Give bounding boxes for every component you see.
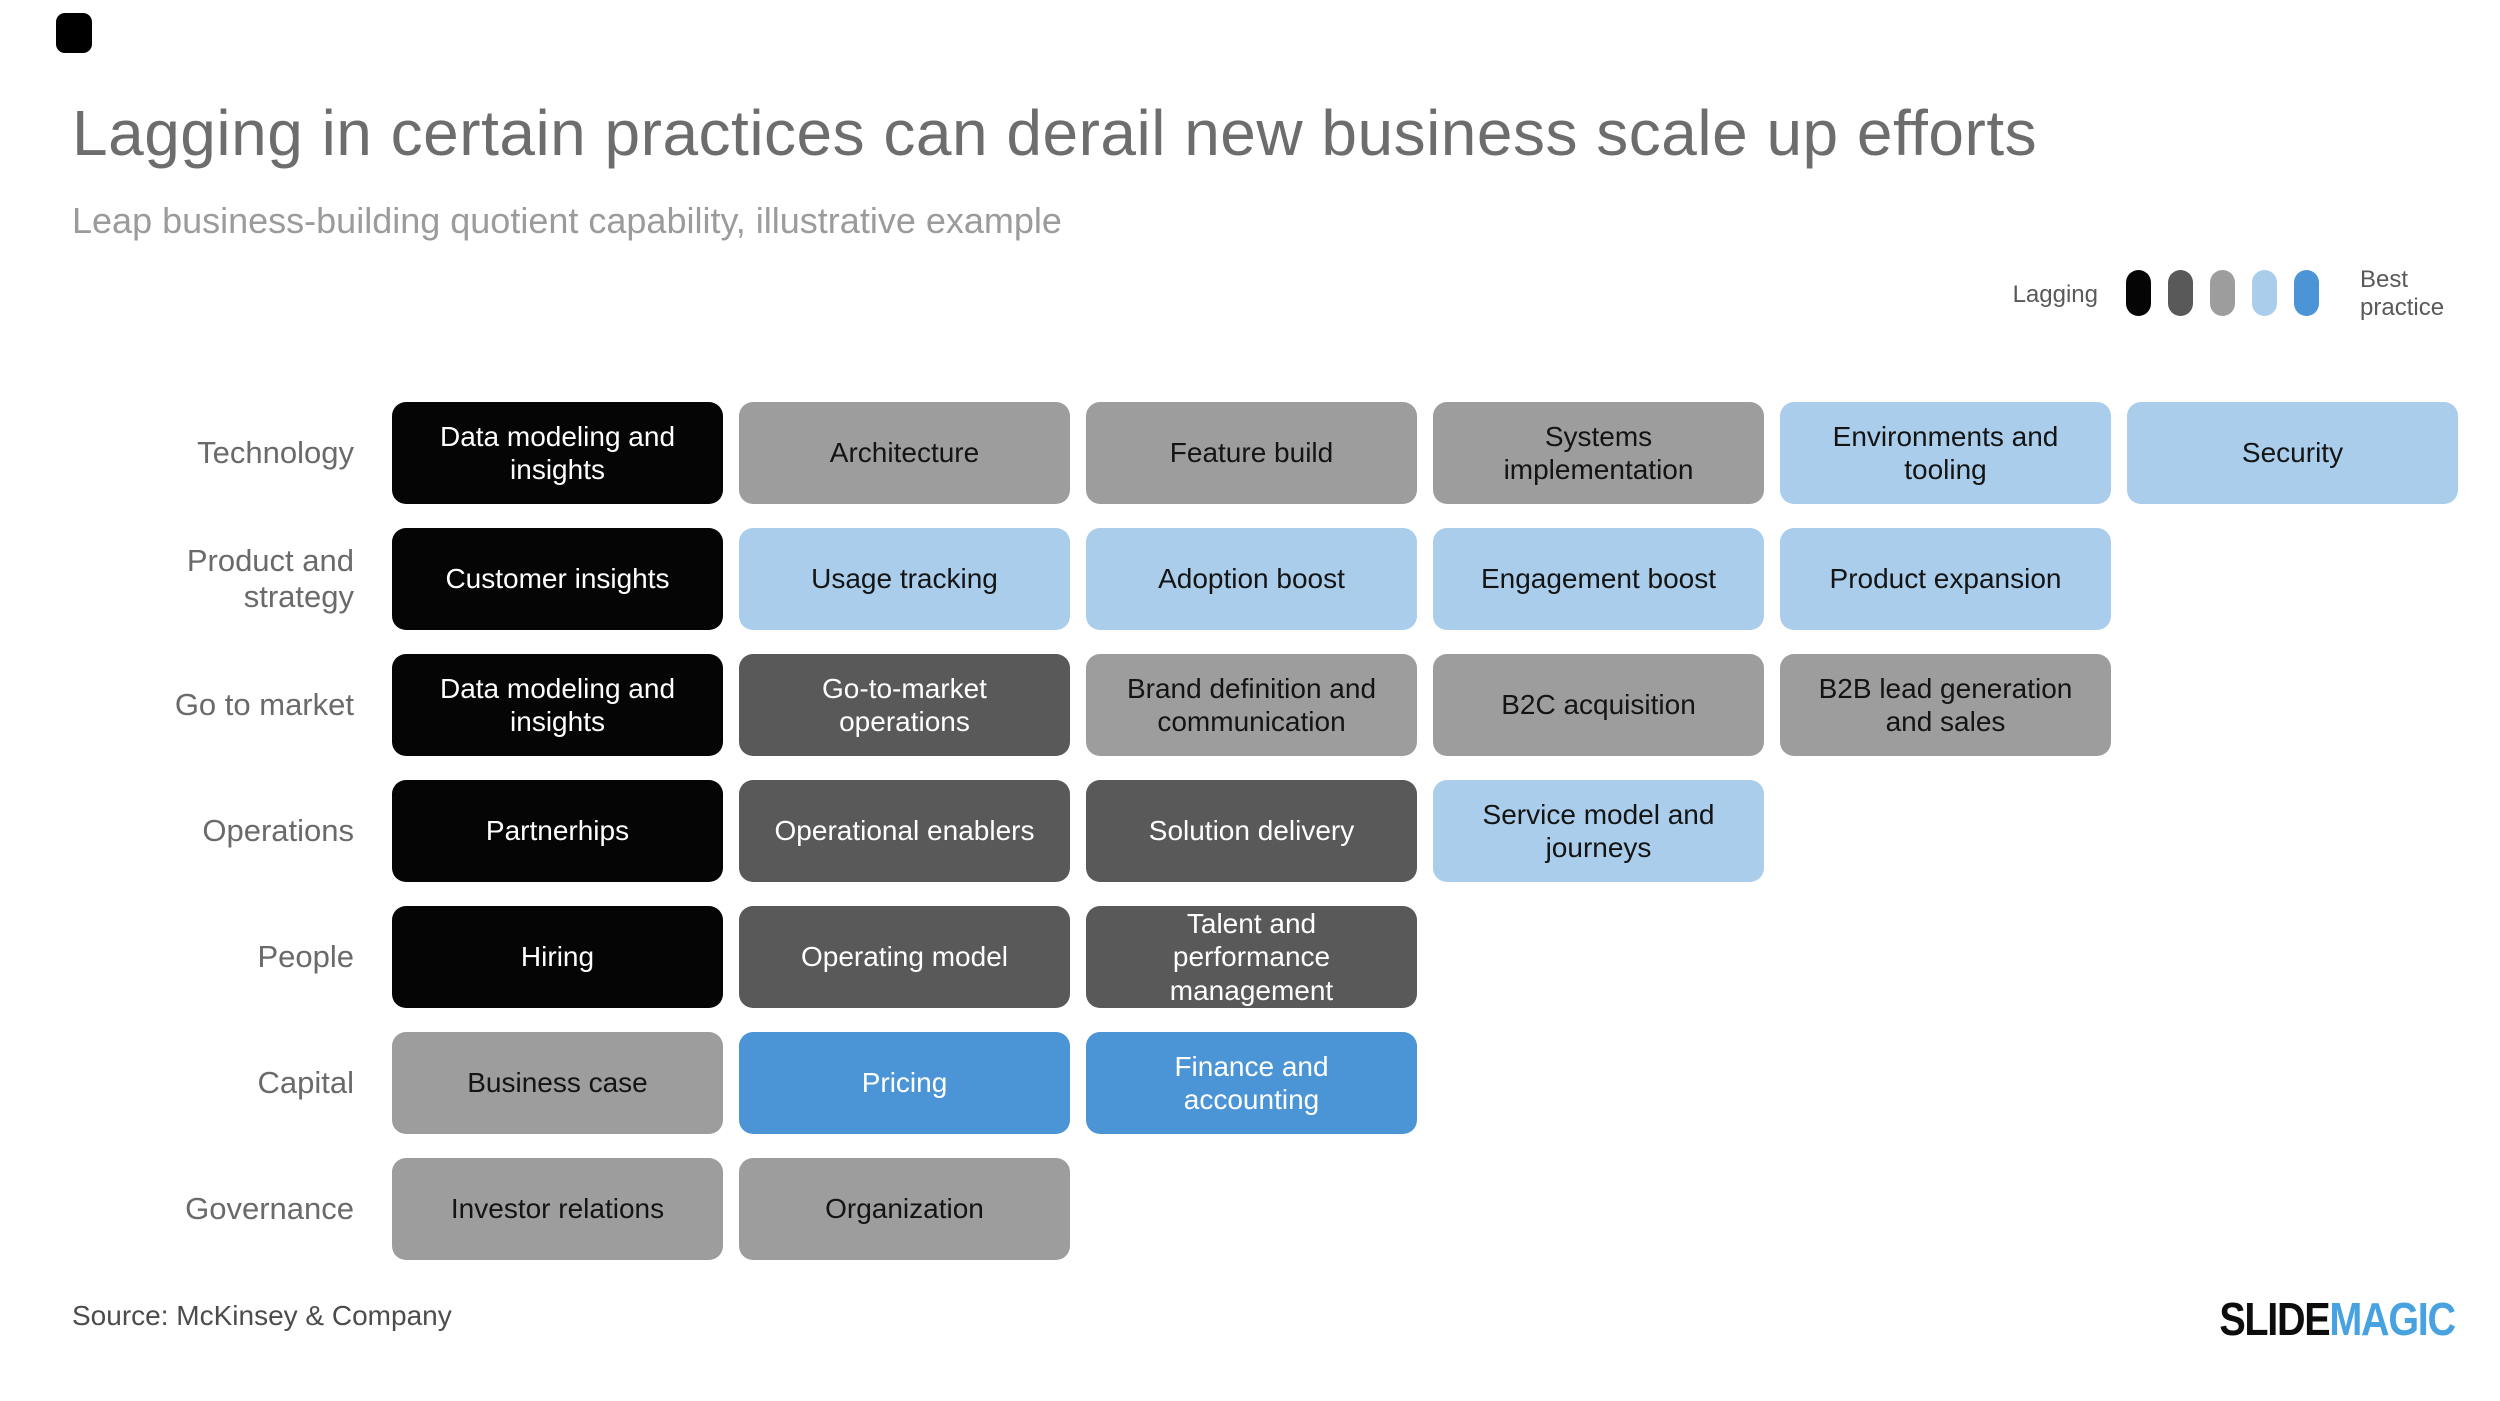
capability-cell-engagement-boost: Engagement boost — [1433, 528, 1764, 630]
capability-cell-customer-insights: Customer insights — [392, 528, 723, 630]
capability-cell-brand-definition-and-communication: Brand definition and communication — [1086, 654, 1417, 756]
source-note: Source: McKinsey & Company — [72, 1300, 452, 1331]
capability-cell-adoption-boost: Adoption boost — [1086, 528, 1417, 630]
capability-cell-b2b-lead-generation-and-sales: B2B lead generation and sales — [1780, 654, 2111, 756]
legend-swatch-level-4 — [2252, 270, 2277, 316]
corner-mark — [56, 13, 92, 53]
capability-cell-go-to-market-operations: Go-to-market operations — [739, 654, 1070, 756]
capability-cell-pricing: Pricing — [739, 1032, 1070, 1134]
row-label-capital: Capital — [257, 1065, 355, 1101]
capability-cell-data-modeling-and-insights: Data modeling and insights — [392, 654, 723, 756]
row-label-operations: Operations — [202, 813, 354, 849]
row-label-go-to-market: Go to market — [174, 687, 354, 723]
capability-cell-operating-model: Operating model — [739, 906, 1070, 1008]
capability-cell-security: Security — [2127, 402, 2458, 504]
slide-title: Lagging in certain practices can derail … — [72, 97, 2038, 169]
row-label-governance: Governance — [185, 1191, 354, 1227]
capability-cell-operational-enablers: Operational enablers — [739, 780, 1070, 882]
row-label-technology: Technology — [197, 435, 354, 471]
capability-cell-architecture: Architecture — [739, 402, 1070, 504]
capability-cell-environments-and-tooling: Environments and tooling — [1780, 402, 2111, 504]
legend-swatch-lagging — [2126, 270, 2151, 316]
capability-cell-solution-delivery: Solution delivery — [1086, 780, 1417, 882]
logo-magic-text: MAGIC — [2329, 1293, 2457, 1345]
capability-cell-partnerhips: Partnerhips — [392, 780, 723, 882]
slide-subtitle: Leap business-building quotient capabili… — [72, 200, 1062, 241]
capability-cell-business-case: Business case — [392, 1032, 723, 1134]
capability-cell-hiring: Hiring — [392, 906, 723, 1008]
capability-cell-product-expansion: Product expansion — [1780, 528, 2111, 630]
capability-cell-organization: Organization — [739, 1158, 1070, 1260]
logo-slide-text: SLIDE — [2219, 1293, 2331, 1345]
capability-cell-usage-tracking: Usage tracking — [739, 528, 1070, 630]
legend-swatch-level-3 — [2210, 270, 2235, 316]
capability-cell-systems-implementation: Systems implementation — [1433, 402, 1764, 504]
capability-cell-feature-build: Feature build — [1086, 402, 1417, 504]
slidemagic-logo: SLIDEMAGIC — [2219, 1292, 2457, 1346]
legend-swatch-level-2 — [2168, 270, 2193, 316]
legend-lagging-label: Lagging — [2012, 281, 2098, 308]
capability-cell-investor-relations: Investor relations — [392, 1158, 723, 1260]
capability-cell-data-modeling-and-insights: Data modeling and insights — [392, 402, 723, 504]
row-label-people: People — [257, 939, 354, 975]
legend-best-practice-label: Best practice — [2360, 266, 2445, 322]
legend-scale — [2126, 270, 2319, 316]
capability-cell-b2c-acquisition: B2C acquisition — [1433, 654, 1764, 756]
capability-cell-service-model-and-journeys: Service model and journeys — [1433, 780, 1764, 882]
capability-cell-talent-and-performance-management: Talent and performance management — [1086, 906, 1417, 1008]
legend-swatch-best-practice — [2294, 270, 2319, 316]
capability-cell-finance-and-accounting: Finance and accounting — [1086, 1032, 1417, 1134]
row-label-product-and-strategy: Product and strategy — [186, 543, 354, 614]
